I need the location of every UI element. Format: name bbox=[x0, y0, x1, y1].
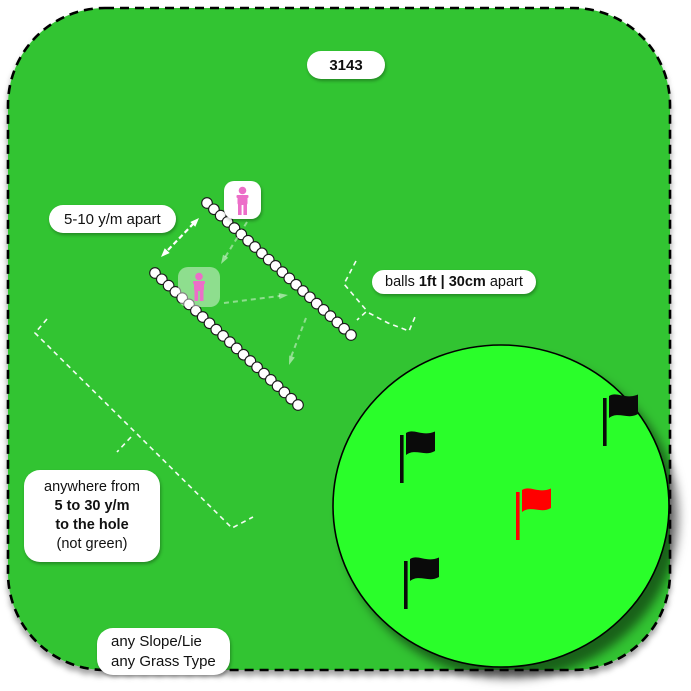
ball-spacing-label: balls 1ft | 30cm apart bbox=[372, 270, 536, 294]
putting-green bbox=[332, 344, 670, 668]
row-spacing-label: 5-10 y/m apart bbox=[49, 205, 176, 233]
ball-row bbox=[201, 197, 357, 341]
ball-row bbox=[149, 267, 304, 411]
flag-icon bbox=[400, 431, 435, 483]
shot-direction-arrows bbox=[221, 221, 307, 365]
flag-icon bbox=[603, 394, 638, 446]
distance-note-label: anywhere from 5 to 30 y/m to the hole (n… bbox=[24, 470, 160, 562]
players bbox=[178, 181, 261, 307]
person-icon bbox=[236, 186, 249, 215]
ball-rows bbox=[149, 197, 357, 411]
player-1 bbox=[224, 181, 261, 219]
player-2 bbox=[178, 267, 220, 307]
ball-spacing-pointer bbox=[343, 260, 416, 333]
golf-ball-icon bbox=[345, 329, 357, 341]
row-spacing-arrow bbox=[161, 218, 199, 257]
person-icon bbox=[193, 272, 205, 301]
flag-icon bbox=[404, 557, 439, 609]
drill-number-badge: 3143 bbox=[307, 51, 385, 79]
distance-leader-line bbox=[33, 318, 254, 529]
flag-icon bbox=[516, 488, 551, 540]
conditions-label: any Slope/Lie any Grass Type bbox=[97, 628, 230, 675]
hole-flags bbox=[400, 394, 638, 609]
golf-ball-icon bbox=[292, 399, 304, 411]
drill-number: 3143 bbox=[329, 56, 363, 74]
